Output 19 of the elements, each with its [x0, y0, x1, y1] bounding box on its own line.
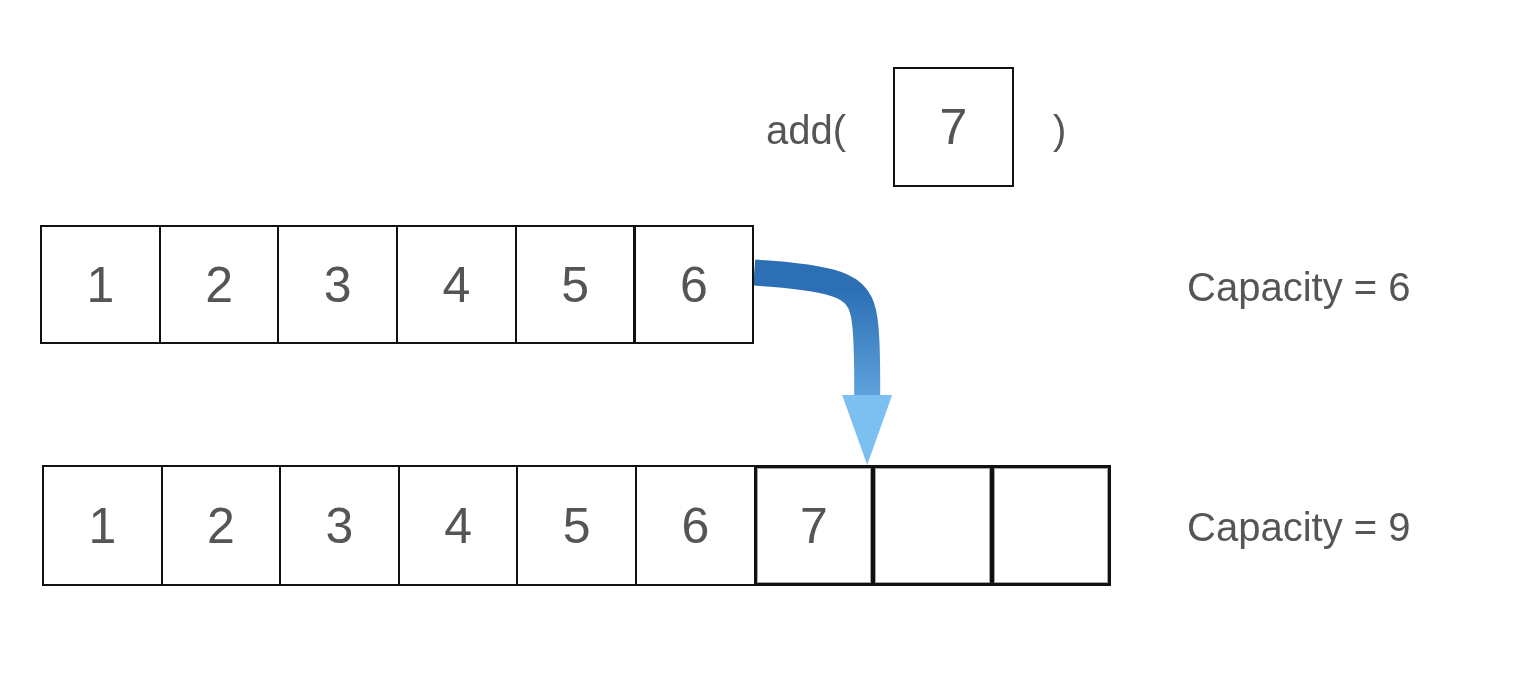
capacity-label: Capacity = 6 — [1187, 265, 1411, 310]
array-cell: 5 — [516, 465, 637, 586]
array-cell: 3 — [277, 225, 399, 344]
array-cell: 4 — [396, 225, 517, 344]
array-cell: 6 — [633, 225, 755, 344]
argument-box: 7 — [893, 67, 1014, 187]
array-cell: 5 — [514, 225, 636, 344]
array-cell: 7 — [753, 465, 875, 586]
array-cell: 6 — [635, 465, 756, 586]
array-cell: 1 — [40, 225, 161, 344]
curved-arrow — [753, 259, 893, 465]
code-text: ) — [1053, 108, 1067, 153]
array-cell: 2 — [158, 225, 280, 344]
code-text: add( — [766, 108, 847, 153]
array-cell: 3 — [279, 465, 400, 586]
capacity-label: Capacity = 9 — [1187, 505, 1411, 550]
array-cell: 2 — [160, 465, 282, 586]
array-cell: 4 — [397, 465, 519, 586]
array-cell: 1 — [42, 465, 163, 586]
